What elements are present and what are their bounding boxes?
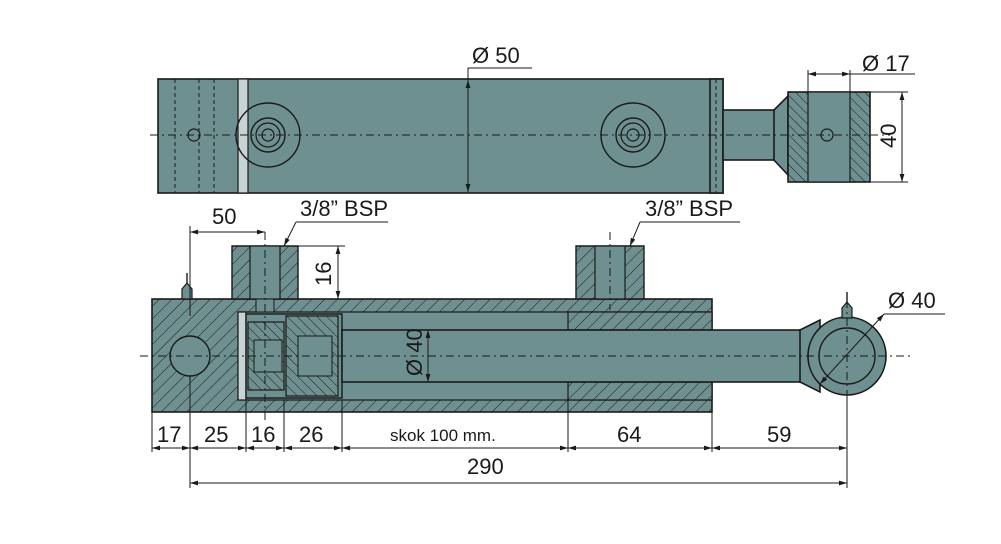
segment-label-stroke: skok 100 mm.: [390, 426, 496, 445]
segment-label-5: 64: [617, 422, 641, 447]
segment-extension-lines: [151, 376, 848, 488]
section-view: 50 3/8” BSP 3/8” BSP 16 Ø 40 Ø 40: [140, 196, 945, 488]
segment-label-0: 17: [157, 422, 181, 447]
segment-label-3: 26: [299, 422, 323, 447]
pin-diameter-label: Ø 17: [862, 51, 910, 76]
section-gland: [567, 311, 713, 331]
barrel-diameter-label: Ø 50: [472, 43, 520, 68]
port-offset-label: 50: [212, 204, 236, 229]
segment-label-1: 25: [204, 422, 228, 447]
cap-band: [237, 78, 249, 194]
segment-label-2: 16: [251, 422, 275, 447]
barrel-top: [157, 78, 724, 194]
port-thread-right-label: 3/8” BSP: [645, 196, 733, 221]
port-thread-left-label: 3/8” BSP: [300, 196, 388, 221]
rod-diameter-label: Ø 40: [402, 328, 427, 376]
eye-width-label: 40: [876, 124, 901, 148]
overall-length-label: 290: [467, 454, 504, 479]
segment-label-6: 59: [767, 422, 791, 447]
top-view: Ø 50 Ø 17 40: [150, 43, 915, 194]
port-height-label: 16: [311, 262, 336, 286]
eye-diameter-label: Ø 40: [888, 288, 936, 313]
